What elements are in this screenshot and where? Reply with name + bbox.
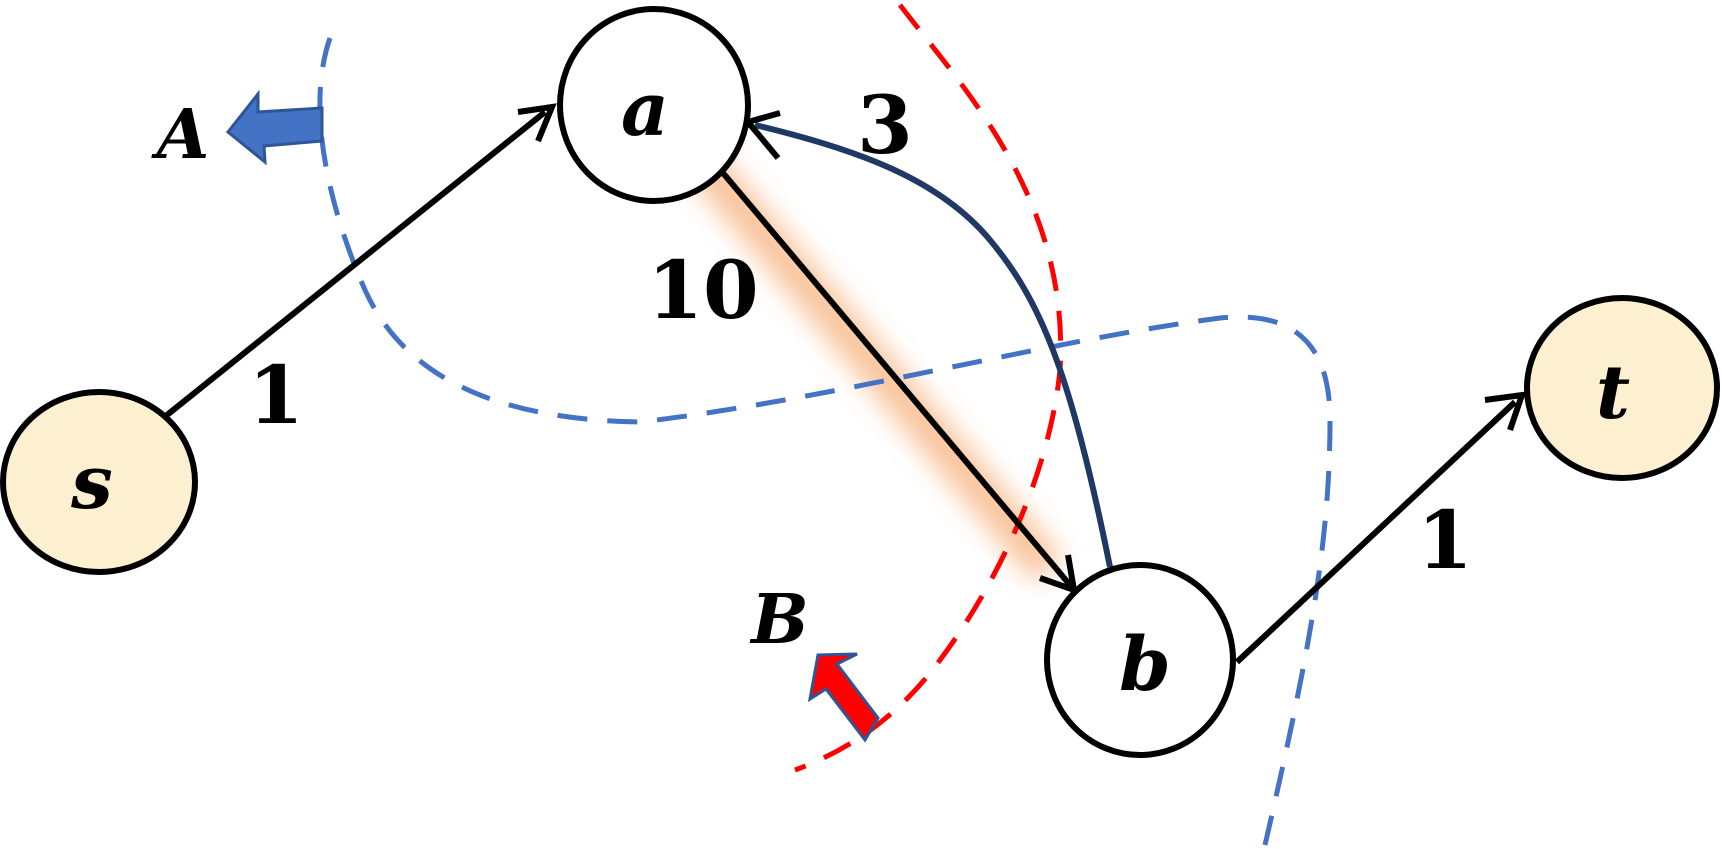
cut-a-arrow-icon [225,89,324,166]
edge-s-a-weight: 1 [248,348,304,442]
node-b: b [1044,562,1236,758]
edge-a-b-highlight [683,143,1057,577]
cut-a-boundary [317,37,1333,846]
edge-b-t [1234,391,1527,665]
cut-b-label: B [749,580,808,660]
cut-a-label: A [151,95,210,175]
edge-b-t-weight: 1 [1417,493,1473,587]
edge-b-a-weight: 3 [857,78,913,172]
cut-b-arrow-icon [807,652,880,743]
cut-b-boundary [794,3,1064,773]
node-s-label: s [70,440,113,526]
edge-a-b-weight: 10 [647,243,758,337]
node-a: a [557,6,751,204]
edge-a-b [720,171,1078,595]
node-a-label: a [621,67,669,153]
node-s: s [0,389,198,575]
edge-s-a [165,103,557,418]
edge-b-a [742,110,1113,568]
node-t-label: t [1596,350,1630,436]
node-b-label: b [1119,622,1171,708]
node-t: t [1524,295,1720,481]
